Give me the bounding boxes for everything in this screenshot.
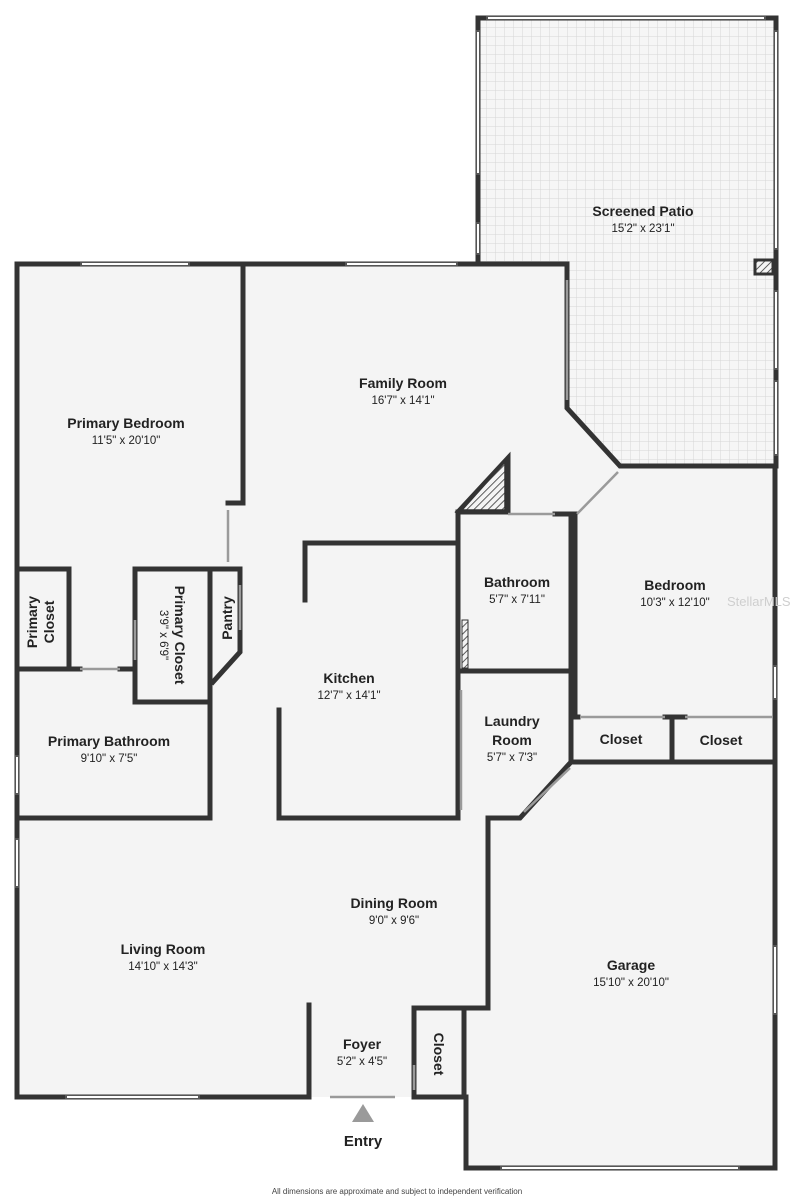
entry-label: Entry	[344, 1133, 383, 1150]
doors	[80, 280, 772, 1099]
laundry-room-line2: Room	[492, 732, 532, 748]
door-bedroom-diag	[576, 471, 619, 515]
primary-closet-small-line1: Primary	[24, 596, 40, 648]
primary-closet-small-label: Primary Closet	[24, 596, 57, 648]
wall-bath-east	[14, 699, 213, 821]
closet-bed-2-name: Closet	[700, 732, 743, 748]
room-labels: Screened Patio 15'2" x 23'1" Family Room…	[24, 203, 743, 1076]
primary-bathroom-name: Primary Bathroom	[48, 733, 170, 749]
laundry-room-dims: 5'7" x 7'3"	[487, 752, 537, 764]
closet-bed-1-name: Closet	[600, 731, 643, 747]
bedroom-dims: 10'3" x 12'10"	[640, 597, 709, 609]
hatched-wall-fixture	[461, 619, 469, 669]
pantry-name: Pantry	[219, 596, 235, 640]
dining-room-name: Dining Room	[350, 895, 437, 911]
kitchen-name: Kitchen	[323, 670, 374, 686]
wall-small-closet	[17, 566, 72, 669]
garage-floor	[466, 822, 775, 1168]
primary-closet-small-line2: Closet	[41, 600, 57, 643]
wall-bath-diag	[454, 451, 511, 516]
entry-arrow-icon	[352, 1104, 374, 1122]
family-room-dims: 16'7" x 14'1"	[371, 395, 434, 407]
kitchen-dims: 12'7" x 14'1"	[317, 690, 380, 702]
living-room-name: Living Room	[121, 941, 206, 957]
exterior-wall-east	[411, 463, 778, 1171]
primary-bedroom-dims: 11'5" x 20'10"	[92, 435, 161, 447]
laundry-room-line1: Laundry	[484, 713, 539, 729]
foyer-closet-name: Closet	[431, 1033, 447, 1076]
exterior-wall-west	[14, 261, 310, 1100]
wall-bedroom-east	[225, 261, 246, 506]
screened-patio-dims: 15'2" x 23'1"	[611, 223, 674, 235]
screened-patio-name: Screened Patio	[592, 203, 693, 219]
garage-name: Garage	[607, 957, 655, 973]
watermark: StellarMLS	[727, 594, 791, 609]
pantry-label: Pantry	[219, 596, 235, 640]
foyer-name: Foyer	[343, 1036, 382, 1052]
patio-floor-lower	[567, 264, 776, 466]
primary-closet-name: Primary Closet	[172, 586, 188, 685]
patio-post	[753, 258, 775, 276]
wall-kitchen-north	[302, 540, 461, 603]
primary-closet-dims: 3'9" x 6'9"	[157, 610, 169, 660]
bedroom-name: Bedroom	[644, 577, 705, 593]
primary-bedroom-name: Primary Bedroom	[67, 415, 184, 431]
bathroom-name: Bathroom	[484, 574, 550, 590]
door-laundry	[523, 767, 571, 813]
foyer-closet-label: Closet	[431, 1033, 447, 1076]
garage-dims: 15'10" x 20'10"	[593, 977, 669, 989]
wall-foyer-closet	[411, 1005, 467, 1100]
foyer-dims: 5'2" x 4'5"	[337, 1056, 387, 1068]
primary-closet-label: Primary Closet 3'9" x 6'9"	[157, 586, 188, 685]
floor-fills	[17, 18, 776, 1168]
primary-bathroom-dims: 9'10" x 7'5"	[81, 753, 138, 765]
bathroom-dims: 5'7" x 7'11"	[489, 594, 545, 606]
dining-room-dims: 9'0" x 9'6"	[369, 915, 419, 927]
wall-kitchen-west	[276, 707, 461, 821]
living-room-dims: 14'10" x 14'3"	[128, 961, 197, 973]
hatched-shaft	[460, 460, 506, 511]
family-room-name: Family Room	[359, 375, 447, 391]
windows	[15, 16, 778, 1170]
footer-disclaimer: All dimensions are approximate and subje…	[272, 1187, 522, 1196]
